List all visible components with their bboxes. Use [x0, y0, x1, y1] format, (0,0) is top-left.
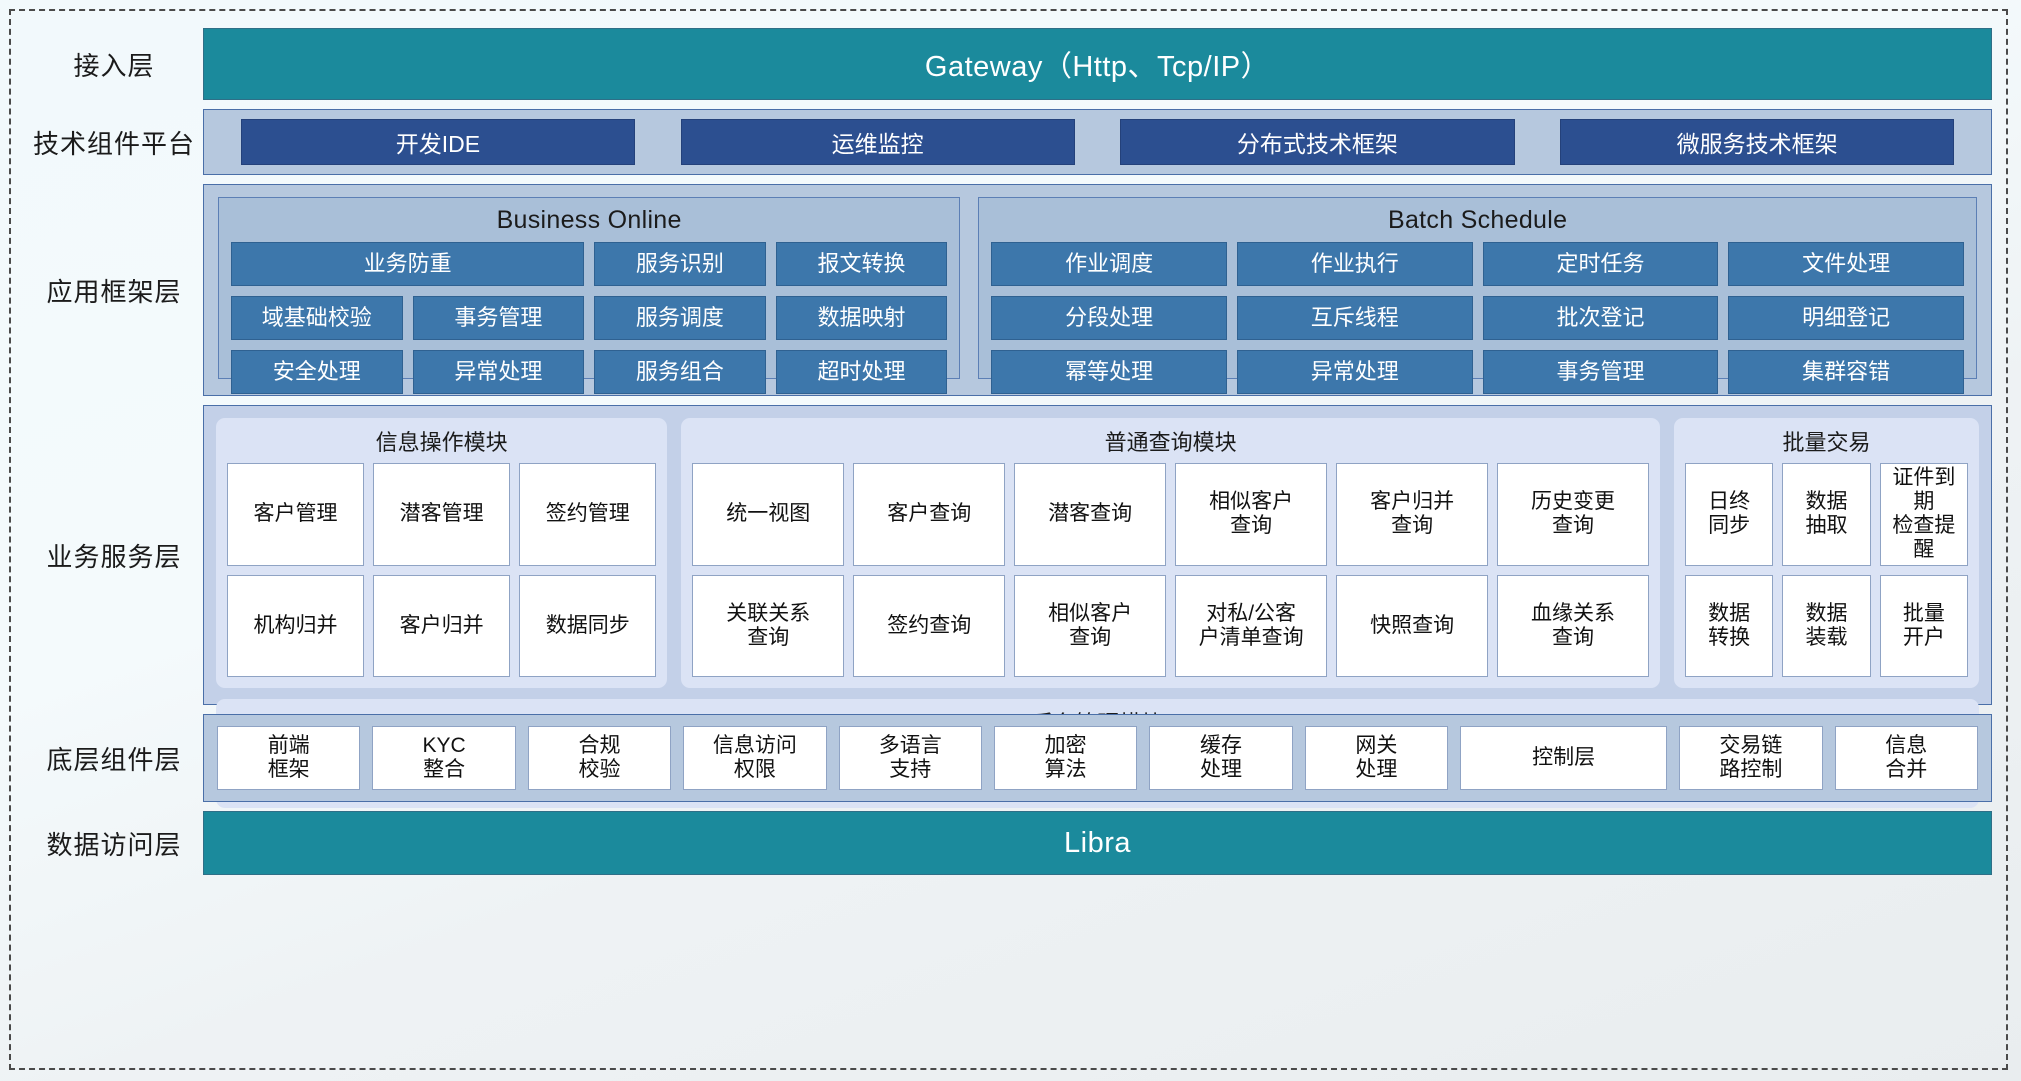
app-chip-batch[interactable]: 作业调度	[991, 242, 1227, 286]
app-chip-online[interactable]: 域基础校验	[231, 296, 403, 340]
business-service-top-row: 信息操作模块 客户管理潜客管理签约管理机构归并客户归并数据同步 普通查询模块 统…	[216, 418, 1979, 689]
comp-chip[interactable]: 网关处理	[1304, 726, 1449, 790]
app-chip-online[interactable]: 服务调度	[594, 296, 766, 340]
svc-chip-batch-tx[interactable]: 批量开户	[1879, 574, 1968, 678]
panel-batch-tx-module: 批量交易 日终同步数据抽取证件到期检查提醒数据转换数据装载批量开户	[1674, 418, 1979, 689]
panel-batch-schedule: Batch Schedule 作业调度作业执行定时任务文件处理分段处理互斥线程批…	[978, 197, 1977, 394]
svc-chip-info[interactable]: 潜客管理	[373, 463, 511, 566]
app-chip-batch[interactable]: 异常处理	[1236, 350, 1473, 394]
svc-chip-query[interactable]: 相似客户查询	[1175, 463, 1328, 566]
app-chip-online[interactable]: 数据映射	[775, 296, 948, 340]
comp-chip[interactable]: 多语言支持	[838, 726, 982, 790]
app-chip-batch[interactable]: 事务管理	[1482, 350, 1719, 394]
app-chip-batch[interactable]: 集群容错	[1728, 350, 1964, 394]
diagram-frame: 接入层 Gateway（Http、Tcp/IP） 技术组件平台 开发IDE 运维监…	[9, 9, 2008, 1070]
comp-chip[interactable]: 交易链路控制	[1679, 726, 1823, 790]
svc-chip-info[interactable]: 签约管理	[519, 463, 657, 566]
libra-band: Libra	[203, 811, 1992, 875]
app-chip-batch[interactable]: 明细登记	[1728, 296, 1964, 340]
layer-label-base-component: 底层组件层	[46, 744, 182, 775]
app-chip-online[interactable]: 服务识别	[594, 242, 766, 286]
svc-chip-batch-tx[interactable]: 日终同步	[1685, 463, 1774, 566]
comp-chip[interactable]: 信息合并	[1834, 726, 1978, 790]
app-chip-online[interactable]: 服务组合	[594, 350, 766, 394]
layer-label-tech-platform: 技术组件平台	[32, 128, 195, 159]
comp-chip[interactable]: 合规校验	[527, 726, 672, 790]
app-chip-batch[interactable]: 批次登记	[1482, 296, 1719, 340]
tech-platform-band: 开发IDE 运维监控分布式技术框架微服务技术框架	[203, 109, 1992, 175]
app-chip-batch[interactable]: 互斥线程	[1236, 296, 1473, 340]
comp-chip[interactable]: 前端框架	[217, 726, 361, 790]
svc-chip-query[interactable]: 客户查询	[853, 463, 1006, 566]
panel-title-business-online: Business Online	[496, 206, 682, 234]
comp-chip[interactable]: 信息访问权限	[683, 726, 827, 790]
panel-title-batch-schedule: Batch Schedule	[1387, 206, 1568, 234]
app-chip-batch[interactable]: 文件处理	[1728, 242, 1964, 286]
svc-chip-batch-tx[interactable]: 数据抽取	[1782, 463, 1871, 566]
svc-chip-batch-tx[interactable]: 证件到期检查提醒	[1879, 463, 1968, 566]
svc-chip-query[interactable]: 对私/公客户清单查询	[1175, 574, 1328, 678]
app-chip-online[interactable]: 事务管理	[412, 296, 585, 340]
svc-chip-query[interactable]: 客户归并查询	[1336, 463, 1489, 566]
grid-info-module: 客户管理潜客管理签约管理机构归并客户归并数据同步	[227, 463, 657, 678]
row-data-access: 数据访问层 Libra	[25, 811, 1992, 875]
gateway-band: Gateway（Http、Tcp/IP）	[203, 28, 1992, 100]
app-chip-batch[interactable]: 作业执行	[1236, 242, 1473, 286]
svc-chip-query[interactable]: 签约查询	[853, 574, 1006, 678]
svc-chip-batch-tx[interactable]: 数据装载	[1782, 574, 1871, 678]
panel-title-batch-tx-module: 批量交易	[1782, 430, 1871, 455]
grid-business-online: 业务防重服务识别报文转换域基础校验事务管理服务调度数据映射安全处理异常处理服务组…	[231, 242, 948, 394]
comp-chip[interactable]: 加密算法	[993, 726, 1138, 790]
layer-label-access: 接入层	[73, 50, 155, 81]
panel-business-online: Business Online 业务防重服务识别报文转换域基础校验事务管理服务调…	[218, 197, 961, 394]
architecture-diagram: 接入层 Gateway（Http、Tcp/IP） 技术组件平台 开发IDE 运维监…	[11, 11, 2006, 1068]
svc-chip-query[interactable]: 相似客户查询	[1014, 574, 1167, 678]
svc-chip-batch-tx[interactable]: 数据转换	[1685, 574, 1774, 678]
layer-label-app-framework: 应用框架层	[46, 276, 182, 307]
grid-batch-tx-module: 日终同步数据抽取证件到期检查提醒数据转换数据装载批量开户	[1685, 463, 1968, 678]
svc-chip-query[interactable]: 血缘关系查询	[1497, 574, 1649, 678]
panel-title-query-module: 普通查询模块	[1104, 430, 1237, 455]
tech-chip[interactable]: 开发IDE	[240, 119, 635, 165]
app-chip-online[interactable]: 超时处理	[775, 350, 948, 394]
row-business-service: 业务服务层 信息操作模块 客户管理潜客管理签约管理机构归并客户归并数据同步 普通…	[25, 405, 1992, 809]
svc-chip-info[interactable]: 客户归并	[373, 574, 511, 678]
comp-chip[interactable]: 缓存处理	[1149, 726, 1293, 790]
app-chip-batch[interactable]: 定时任务	[1482, 242, 1719, 286]
app-chip-online[interactable]: 报文转换	[775, 242, 948, 286]
comp-chip[interactable]: 控制层	[1460, 726, 1668, 790]
panel-info-module: 信息操作模块 客户管理潜客管理签约管理机构归并客户归并数据同步	[216, 418, 668, 689]
app-chip-online[interactable]: 异常处理	[412, 350, 585, 394]
tech-chip[interactable]: 分布式技术框架	[1120, 119, 1515, 165]
svc-chip-query[interactable]: 历史变更查询	[1497, 463, 1649, 566]
panel-title-info-module: 信息操作模块	[375, 430, 508, 455]
svc-chip-query[interactable]: 潜客查询	[1014, 463, 1167, 566]
layer-label-business-service: 业务服务层	[46, 541, 182, 572]
app-chip-batch[interactable]: 幂等处理	[991, 350, 1227, 394]
tech-chip[interactable]: 运维监控	[680, 119, 1075, 165]
svc-chip-info[interactable]: 机构归并	[227, 574, 365, 678]
svc-chip-query[interactable]: 统一视图	[692, 463, 845, 566]
panel-query-module: 普通查询模块 统一视图客户查询潜客查询相似客户查询客户归并查询历史变更查询关联关…	[681, 418, 1661, 689]
app-chip-online[interactable]: 业务防重	[231, 242, 585, 286]
svc-chip-query[interactable]: 快照查询	[1336, 574, 1489, 678]
svc-chip-query[interactable]: 关联关系查询	[692, 574, 845, 678]
app-chip-batch[interactable]: 分段处理	[991, 296, 1227, 340]
row-tech-platform: 技术组件平台 开发IDE 运维监控分布式技术框架微服务技术框架	[25, 109, 1992, 175]
row-access-layer: 接入层 Gateway（Http、Tcp/IP）	[25, 28, 1992, 100]
svc-chip-info[interactable]: 数据同步	[519, 574, 657, 678]
grid-query-module: 统一视图客户查询潜客查询相似客户查询客户归并查询历史变更查询关联关系查询签约查询…	[692, 463, 1649, 678]
app-chip-online[interactable]: 安全处理	[231, 350, 403, 394]
app-framework-band: Business Online 业务防重服务识别报文转换域基础校验事务管理服务调…	[203, 184, 1992, 396]
svc-chip-info[interactable]: 客户管理	[227, 463, 365, 566]
row-app-framework: 应用框架层 Business Online 业务防重服务识别报文转换域基础校验事…	[25, 184, 1992, 396]
business-service-band: 信息操作模块 客户管理潜客管理签约管理机构归并客户归并数据同步 普通查询模块 统…	[203, 405, 1992, 809]
grid-batch-schedule: 作业调度作业执行定时任务文件处理分段处理互斥线程批次登记明细登记幂等处理异常处理…	[991, 242, 1964, 394]
tech-chip[interactable]: 微服务技术框架	[1560, 119, 1955, 165]
layer-label-data-access: 数据访问层	[46, 829, 182, 860]
